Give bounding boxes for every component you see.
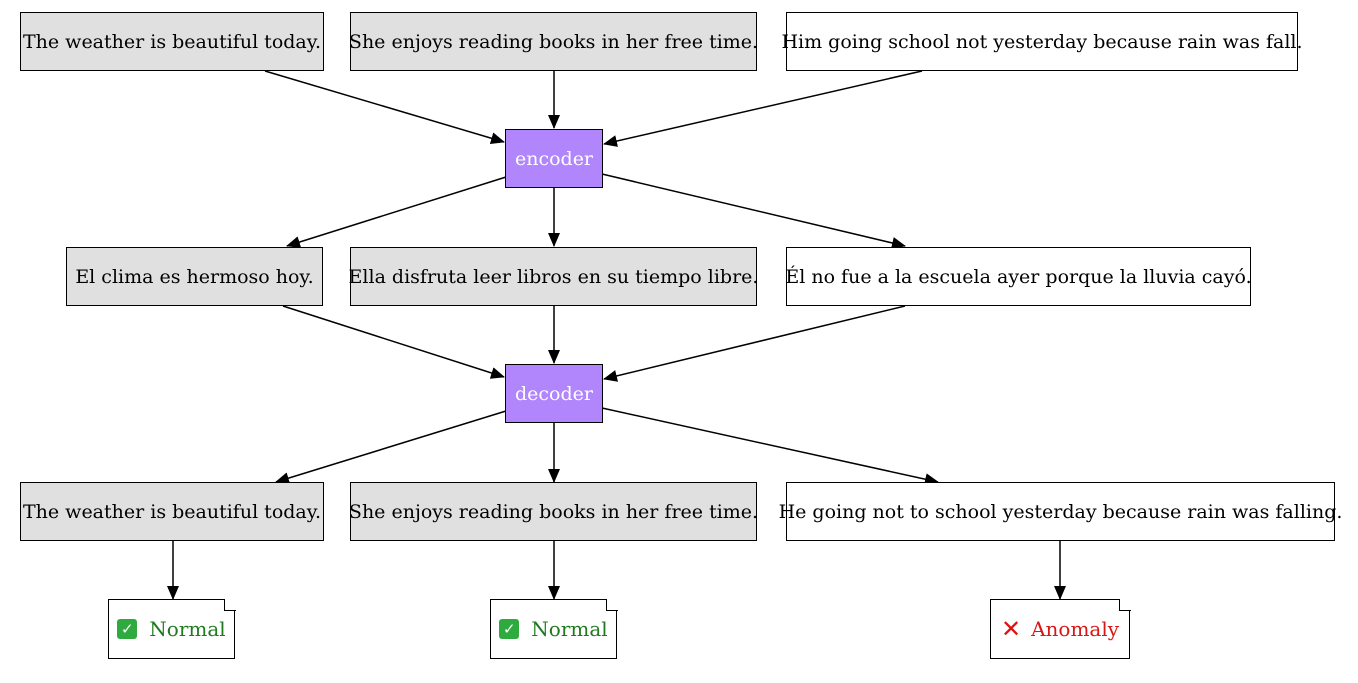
input-sentence-1: The weather is beautiful today. — [20, 12, 324, 71]
result-note-3: ✕ Anomaly — [990, 598, 1131, 659]
result-label-1: Normal — [149, 617, 226, 641]
input-sentence-2: She enjoys reading books in her free tim… — [349, 12, 758, 71]
result-note-1: ✓ Normal — [108, 598, 236, 659]
result-note-2: ✓ Normal — [490, 598, 618, 659]
check-mark-icon: ✓ — [499, 619, 520, 639]
edge-input3-encoder — [603, 70, 923, 147]
decoder-node: decoder — [505, 364, 603, 423]
edge-decoder-out1 — [275, 410, 507, 484]
edge-encoder-trans3 — [601, 173, 906, 249]
edge-input1-encoder — [264, 70, 505, 145]
edge-encoder-trans1 — [286, 176, 507, 248]
note-fold-icon — [223, 598, 236, 611]
edge-decoder-out3 — [601, 407, 939, 486]
edge-trans3-decoder — [603, 305, 906, 382]
translation-sentence-1: El clima es hermoso hoy. — [66, 247, 323, 306]
output-sentence-3: He going not to school yesterday because… — [779, 482, 1342, 541]
translation-sentence-3: Él no fue a la escuela ayer porque la ll… — [785, 247, 1252, 306]
edge-trans1-decoder — [282, 305, 505, 379]
input-sentence-3: Him going school not yesterday because r… — [781, 12, 1303, 71]
result-label-2: Normal — [531, 617, 608, 641]
translation-sentence-2: Ella disfruta leer libros en su tiempo l… — [349, 247, 758, 306]
cross-mark-icon: ✕ — [1000, 615, 1022, 643]
output-sentence-2: She enjoys reading books in her free tim… — [349, 482, 758, 541]
encoder-node: encoder — [505, 129, 603, 188]
output-sentence-1: The weather is beautiful today. — [20, 482, 324, 541]
note-fold-icon — [605, 598, 618, 611]
note-fold-icon — [1118, 598, 1131, 611]
result-label-3: Anomaly — [1031, 617, 1120, 641]
check-mark-icon: ✓ — [117, 619, 138, 639]
